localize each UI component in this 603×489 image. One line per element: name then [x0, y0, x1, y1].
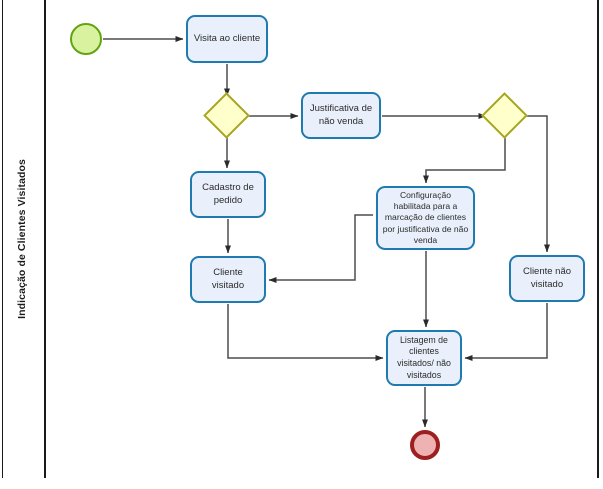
edge-cliente-nao-visitado-to-listagem: [464, 303, 548, 361]
lane-label: Indicação de Clientes Visitados: [0, 0, 44, 478]
task-label: Cadastro de pedido: [202, 181, 254, 206]
task-visita-ao-cliente[interactable]: Visita ao cliente: [186, 15, 268, 63]
end-event[interactable]: [410, 430, 440, 460]
edge-configuracao-to-cliente-visitado: [268, 214, 373, 283]
gateway-exclusive-2[interactable]: [481, 92, 528, 139]
lane-divider: [44, 0, 46, 478]
start-event[interactable]: [70, 23, 102, 55]
task-label: Cliente visitado: [211, 266, 245, 291]
gateway-exclusive-1[interactable]: [203, 92, 250, 139]
task-label: Listagem de clientes visitados/ não visi…: [397, 334, 451, 380]
edge-gateway2-to-configuracao: [423, 134, 506, 184]
edge-gateway2-to-cliente-nao-visitado: [523, 115, 550, 253]
edge-cliente-visitado-to-listagem: [227, 304, 384, 361]
pool-right-border: [597, 0, 599, 478]
task-configuracao-habilitada[interactable]: Configuração habilitada para a marcação …: [376, 186, 475, 250]
task-cadastro-de-pedido[interactable]: Cadastro de pedido: [190, 171, 266, 218]
task-label: Configuração habilitada para a marcação …: [382, 190, 469, 245]
task-label: Cliente não visitado: [522, 265, 572, 290]
task-justificativa-de-nao-venda[interactable]: Justificativa de não venda: [301, 92, 381, 139]
task-listagem-de-clientes[interactable]: Listagem de clientes visitados/ não visi…: [386, 330, 462, 386]
task-cliente-visitado[interactable]: Cliente visitado: [190, 256, 266, 303]
task-label: Justificativa de não venda: [309, 102, 373, 127]
task-cliente-nao-visitado[interactable]: Cliente não visitado: [509, 255, 585, 302]
pool-left-border: [2, 0, 3, 478]
lane-label-text: Indicação de Clientes Visitados: [16, 159, 28, 319]
task-label: Visita ao cliente: [193, 32, 261, 44]
